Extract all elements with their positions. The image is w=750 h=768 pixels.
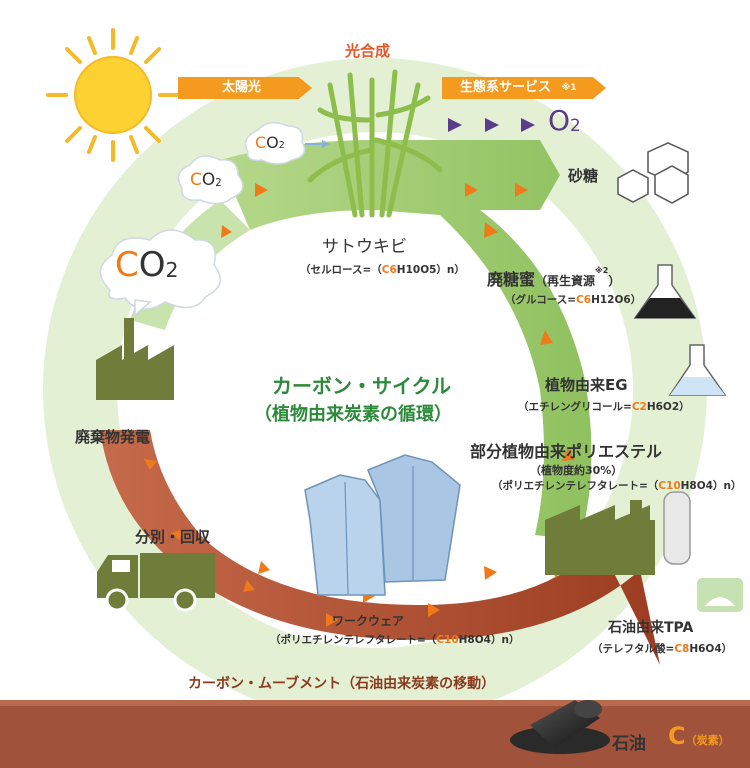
workwear-formula: （ポリエチレンテレフタレート=（C10H8O4）n） [270,632,519,647]
petroleum-tpa-formula-rest: H6O4） [689,643,733,655]
molasses-note-mark: ※2 [595,266,609,275]
co2-small-c: C [255,133,267,152]
workwear-formula-rest: H8O4）n） [458,634,520,646]
molasses-formula-prefix: （グルコース= [505,294,577,306]
petroleum-tpa-formula-c: C8 [674,643,690,655]
partial-polyester-formula-c: C10 [658,480,681,492]
polyester-roll-icon [663,491,691,565]
sunlight-banner: 太陽光 [178,77,312,99]
sugarcane-label: サトウキビ [322,237,407,257]
co2-small-sub: 2 [278,140,285,152]
eg-flask-icon [668,344,727,396]
molasses-formula: （グルコース=C6H12O6） [505,292,641,307]
carbon-letter: C [668,722,686,750]
sugarcane-formula-c: C6 [381,264,397,276]
sun-icon [46,28,180,162]
sugar-cubes-icon [617,142,689,204]
collection-truck-icon [97,553,215,612]
ecosystem-label: 生態系サービス [460,80,552,95]
oxygen-flow-arrows [448,118,535,132]
plant-eg-formula-c: C2 [631,401,647,413]
petroleum-tpa-label: 石油由来TPA [608,620,694,636]
co2-mid-sub: 2 [215,177,222,189]
sugar-label: 砂糖 [568,167,599,185]
waste-power-label: 廃棄物発電 [75,428,151,446]
oil-label: 石油 [612,734,646,754]
carbon-movement-arrow [100,430,660,665]
workwear-label: ワークウェア [332,614,405,628]
photosynthesis-label: 光合成 [345,42,391,60]
tpa-powder-icon [697,578,743,612]
sorting-label: 分別・回収 [135,528,211,546]
co2-mid-c: C [190,170,202,190]
co2-mid-o: O [201,170,216,190]
oxygen-letter: O [548,104,571,137]
plant-eg-formula-rest: H6O2） [646,401,690,413]
petroleum-tpa-formula-prefix: （テレフタル酸= [592,643,675,655]
co2-large-o: O [138,245,166,285]
co2-small-o: O [266,133,279,152]
cloud-mid-icon [177,155,244,205]
sugarcane-formula-prefix: （セルロース=（ [300,264,382,276]
co2-large-c: C [115,245,139,285]
center-title-main: カーボン・サイクル [272,374,451,398]
sunlight-label: 太陽光 [222,80,262,95]
sugarcane-formula: （セルロース=（C6H10O5）n） [300,262,465,277]
co2-small: CO2 [255,133,285,152]
molasses-note-end: ） [608,274,621,288]
molasses-formula-rest: H12O6） [591,294,642,306]
plant-eg-formula-prefix: （エチレングリコール= [518,401,632,413]
center-title-sub: （植物由来炭素の循環） [254,404,452,425]
partial-polyester-formula-prefix: （ポリエチレンテレフタレート=（ [492,480,659,492]
co2-large-sub: 2 [165,258,179,283]
molasses-formula-c: C6 [576,294,592,306]
partial-polyester-formula-rest: H8O4）n） [680,480,742,492]
sugarcane-formula-rest: H10O5）n） [396,264,465,276]
partial-polyester-label: 部分植物由来ポリエステル [470,442,663,461]
plant-eg-label: 植物由来EG [545,376,628,394]
co2-mid: CO2 [190,170,222,190]
sugarcane-icon [307,69,443,218]
partial-polyester-formula: （ポリエチレンテレフタレート=（C10H8O4）n） [492,478,741,493]
carbon-movement-label: カーボン・ムーブメント（石油由来炭素の移動） [188,676,496,692]
cloud-small-icon [244,122,306,165]
workwear-jackets-icon [304,454,461,596]
ecosystem-banner: 生態系サービス ※1 [442,77,606,99]
cloud-large-icon [99,229,221,317]
waste-power-plant-icon [96,318,174,400]
petroleum-tpa-formula: （テレフタル酸=C8H6O4） [592,641,732,656]
ecosystem-note: ※1 [561,83,577,93]
co2-large: CO2 [115,245,179,285]
polyester-plant-icon [545,500,655,575]
carbon-label: C（炭素） [668,722,730,750]
molasses-flask-icon [633,264,697,319]
partial-polyester-sub: （植物度約30%） [530,464,623,477]
ground-band [0,700,750,768]
carbon-text: （炭素） [685,734,730,747]
molasses-name: 廃糖蜜 [487,270,536,289]
workwear-formula-c: C10 [436,634,459,646]
carbon-cycle-arrow [220,140,592,540]
workwear-formula-prefix: （ポリエチレンテレフタレート=（ [270,634,437,646]
oxygen-sub: 2 [570,114,581,135]
oil-drum-icon [510,700,610,754]
molasses-note: （再生資源 [535,274,596,288]
oxygen-label: O2 [548,104,581,137]
molasses-label: 廃糖蜜（再生資源※2） [487,266,620,290]
plant-eg-formula: （エチレングリコール=C2H6O2） [518,399,690,414]
